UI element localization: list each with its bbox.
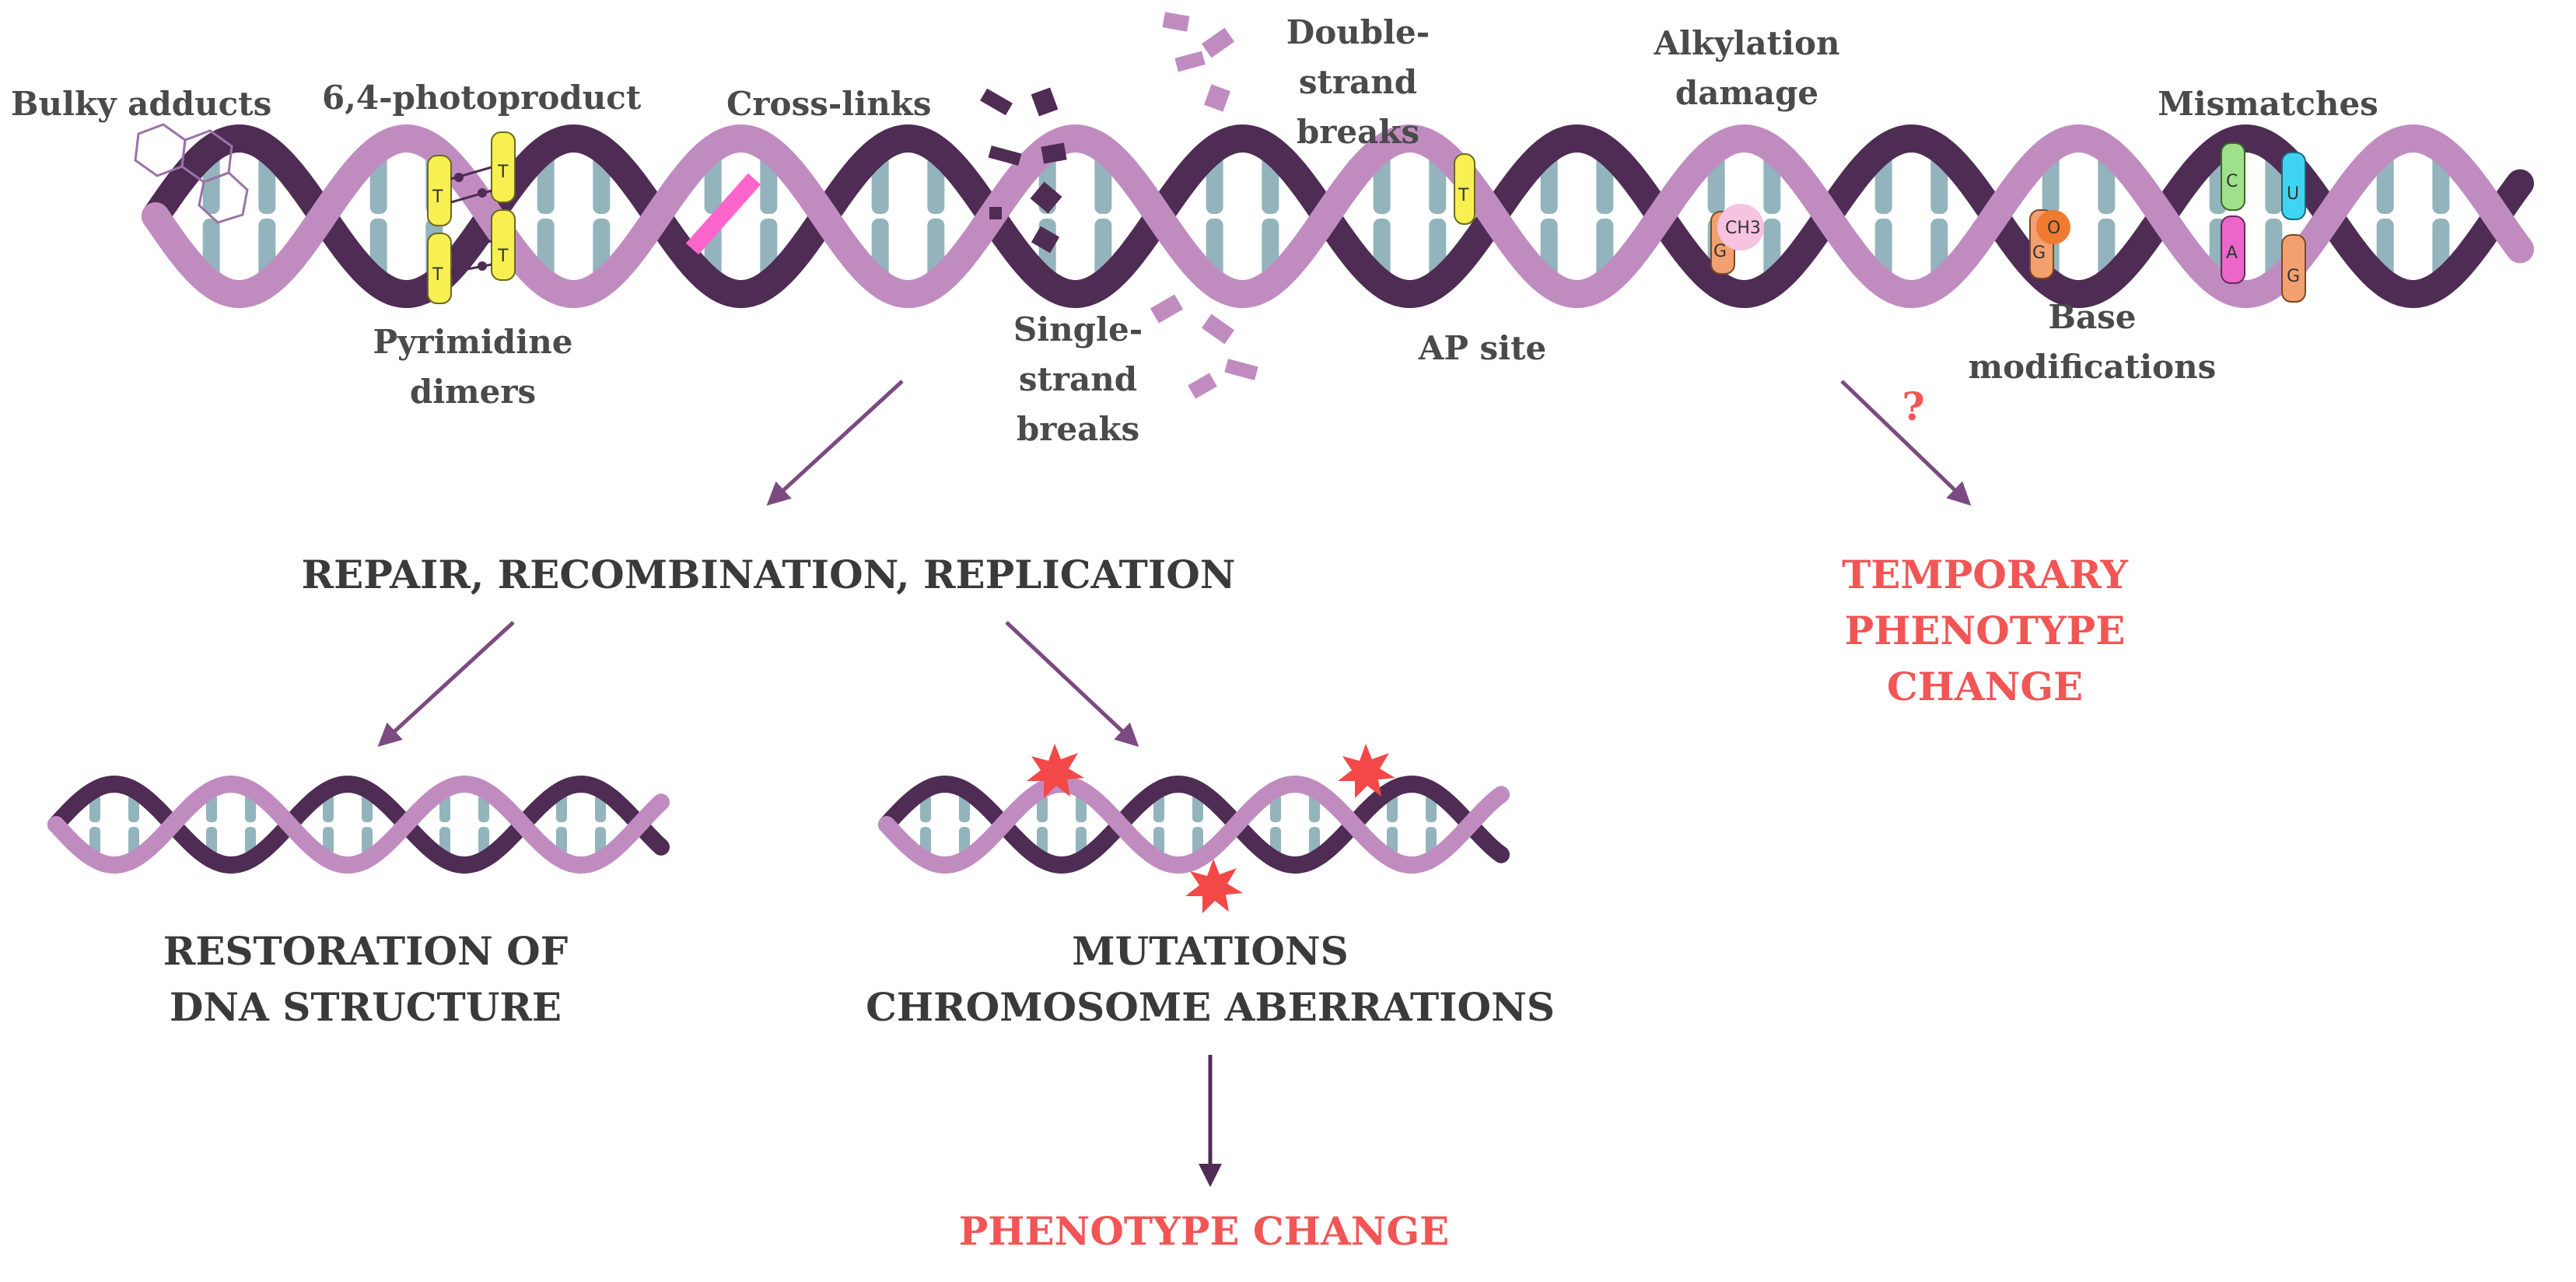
label-pyrimidine-dimers-line2: dimers	[410, 373, 536, 411]
dna-strand-dark	[142, 124, 2534, 309]
label-pyrimidine-dimers-line1: Pyrimidine	[373, 323, 572, 361]
label-bulky-adducts: Bulky adducts	[11, 85, 271, 123]
thymine-letter: T	[432, 187, 443, 207]
thymine-letter: T	[1458, 186, 1469, 205]
alkylated-guanine: CH3 G	[1710, 204, 1764, 275]
oxidized-guanine: O G	[2029, 209, 2070, 279]
mismatch-bases: C A U G	[2221, 142, 2306, 303]
guanine-letter: G	[2032, 243, 2046, 263]
label-alkylation-line1: Alkylation	[1653, 24, 1839, 62]
bulky-adduct-icon	[134, 123, 249, 224]
label-double-strand-line2: strand	[1299, 63, 1417, 101]
label-single-strand-line3: breaks	[1017, 410, 1139, 448]
thymine-letter: T	[432, 265, 443, 285]
strand-break-fragments	[980, 12, 1258, 399]
dna-strand-dark	[878, 775, 1510, 874]
mutation-star-icon	[1185, 859, 1243, 913]
pyrimidine-dimer-bases: T T T T	[427, 131, 516, 304]
outcome-labels: REPAIR, RECOMBINATION, REPLICATION ? TEM…	[163, 384, 2129, 1254]
label-double-strand-line1: Double-	[1286, 13, 1430, 51]
label-mismatches: Mismatches	[2158, 85, 2378, 123]
oxygen-letter: O	[2047, 219, 2060, 238]
arrow-to-process	[766, 380, 904, 506]
thymine-letter: T	[497, 247, 509, 266]
dna-strand-light	[878, 775, 1510, 874]
label-base-modifications-line1: Base	[2048, 298, 2136, 336]
unknown-outcome-question-mark: ?	[1902, 384, 1924, 429]
thymine-letter: T	[497, 163, 509, 182]
label-temporary-line2: PHENOTYPE	[1845, 608, 2126, 653]
label-restoration-line2: DNA STRUCTURE	[170, 984, 562, 1030]
label-phenotype-change: PHENOTYPE CHANGE	[959, 1208, 1450, 1254]
guanine-letter: G	[1713, 242, 1727, 261]
label-temporary-line1: TEMPORARY	[1842, 552, 2129, 597]
mutation-star-icon	[1027, 744, 1084, 798]
arrow-to-mutations	[1005, 621, 1139, 748]
label-base-modifications-line2: modifications	[1969, 348, 2217, 386]
dna-strand-light	[47, 775, 670, 874]
methyl-group-label: CH3	[1725, 219, 1761, 238]
arrow-to-temporary	[1840, 380, 1972, 506]
label-mutations-line1: MUTATIONS	[1072, 928, 1348, 974]
mutated-dna-helix	[878, 775, 1510, 874]
uracil-letter: U	[2287, 184, 2299, 204]
label-alkylation-line2: damage	[1675, 74, 1818, 112]
label-photoproduct: 6,4-photoproduct	[322, 79, 642, 117]
cytosine-letter: C	[2226, 172, 2238, 191]
label-double-strand-line3: breaks	[1297, 113, 1419, 151]
label-single-strand-line1: Single-	[1013, 310, 1143, 349]
mutation-star-icon	[1338, 744, 1395, 798]
mutation-stars	[1027, 744, 1395, 913]
label-restoration-line1: RESTORATION OF	[163, 928, 568, 974]
arrow-to-restoration	[377, 621, 515, 748]
dna-strand-dark	[47, 775, 670, 874]
guanine-letter: G	[2287, 267, 2300, 286]
label-ap-site: AP site	[1418, 329, 1547, 367]
label-temporary-line3: CHANGE	[1887, 664, 2083, 709]
restored-dna-helix	[47, 775, 670, 874]
label-single-strand-line2: strand	[1019, 360, 1137, 398]
label-cross-links: Cross-links	[726, 85, 931, 123]
label-mutations-line2: CHROMOSOME ABERRATIONS	[866, 984, 1555, 1030]
label-repair-process: REPAIR, RECOMBINATION, REPLICATION	[302, 552, 1236, 597]
dna-strand-light	[142, 124, 2534, 309]
crosslink-bar	[685, 173, 761, 255]
adenine-letter: A	[2226, 243, 2238, 263]
damage-labels: Bulky adducts 6,4-photoproduct Pyrimidin…	[11, 13, 2378, 448]
ap-site-base: T	[1454, 153, 1475, 225]
flow-arrows	[377, 380, 1972, 1187]
